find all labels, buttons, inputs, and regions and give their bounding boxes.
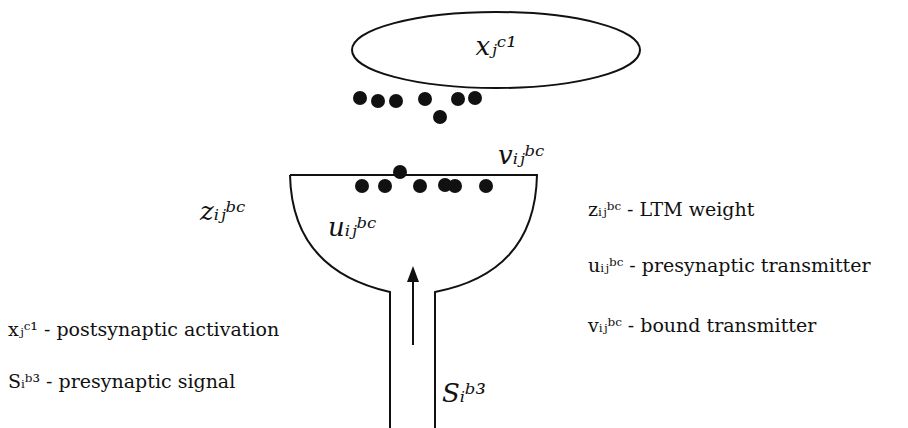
definition-label: xⱼᶜ¹ - postsynaptic activation — [8, 318, 279, 340]
definition-label: uᵢⱼᵇᶜ - presynaptic transmitter — [588, 254, 871, 276]
outline — [200, 168, 550, 428]
definition-label: vᵢⱼᵇᶜ - bound transmitter — [588, 314, 816, 336]
variable-symbol: xⱼᶜ¹ — [475, 31, 516, 61]
variable-symbol: uᵢⱼᵇᶜ — [328, 212, 376, 242]
postsynaptic-cell: xⱼᶜ¹ — [350, 10, 642, 90]
variable-label: vᵢⱼᵇᶜ — [498, 140, 544, 170]
signal-arrow — [407, 266, 419, 345]
transmitter-dots — [353, 91, 493, 193]
presynaptic-terminal: zᵢⱼᵇᶜ uᵢⱼᵇᶜ — [200, 168, 550, 428]
weight-symbol: zᵢⱼᵇᶜ — [200, 196, 245, 226]
variable-label: Sᵢᵇ³ — [442, 378, 486, 408]
definition-label: zᵢⱼᵇᶜ - LTM weight — [588, 198, 754, 220]
definition-label: Sᵢᵇ³ - presynaptic signal — [8, 370, 235, 392]
